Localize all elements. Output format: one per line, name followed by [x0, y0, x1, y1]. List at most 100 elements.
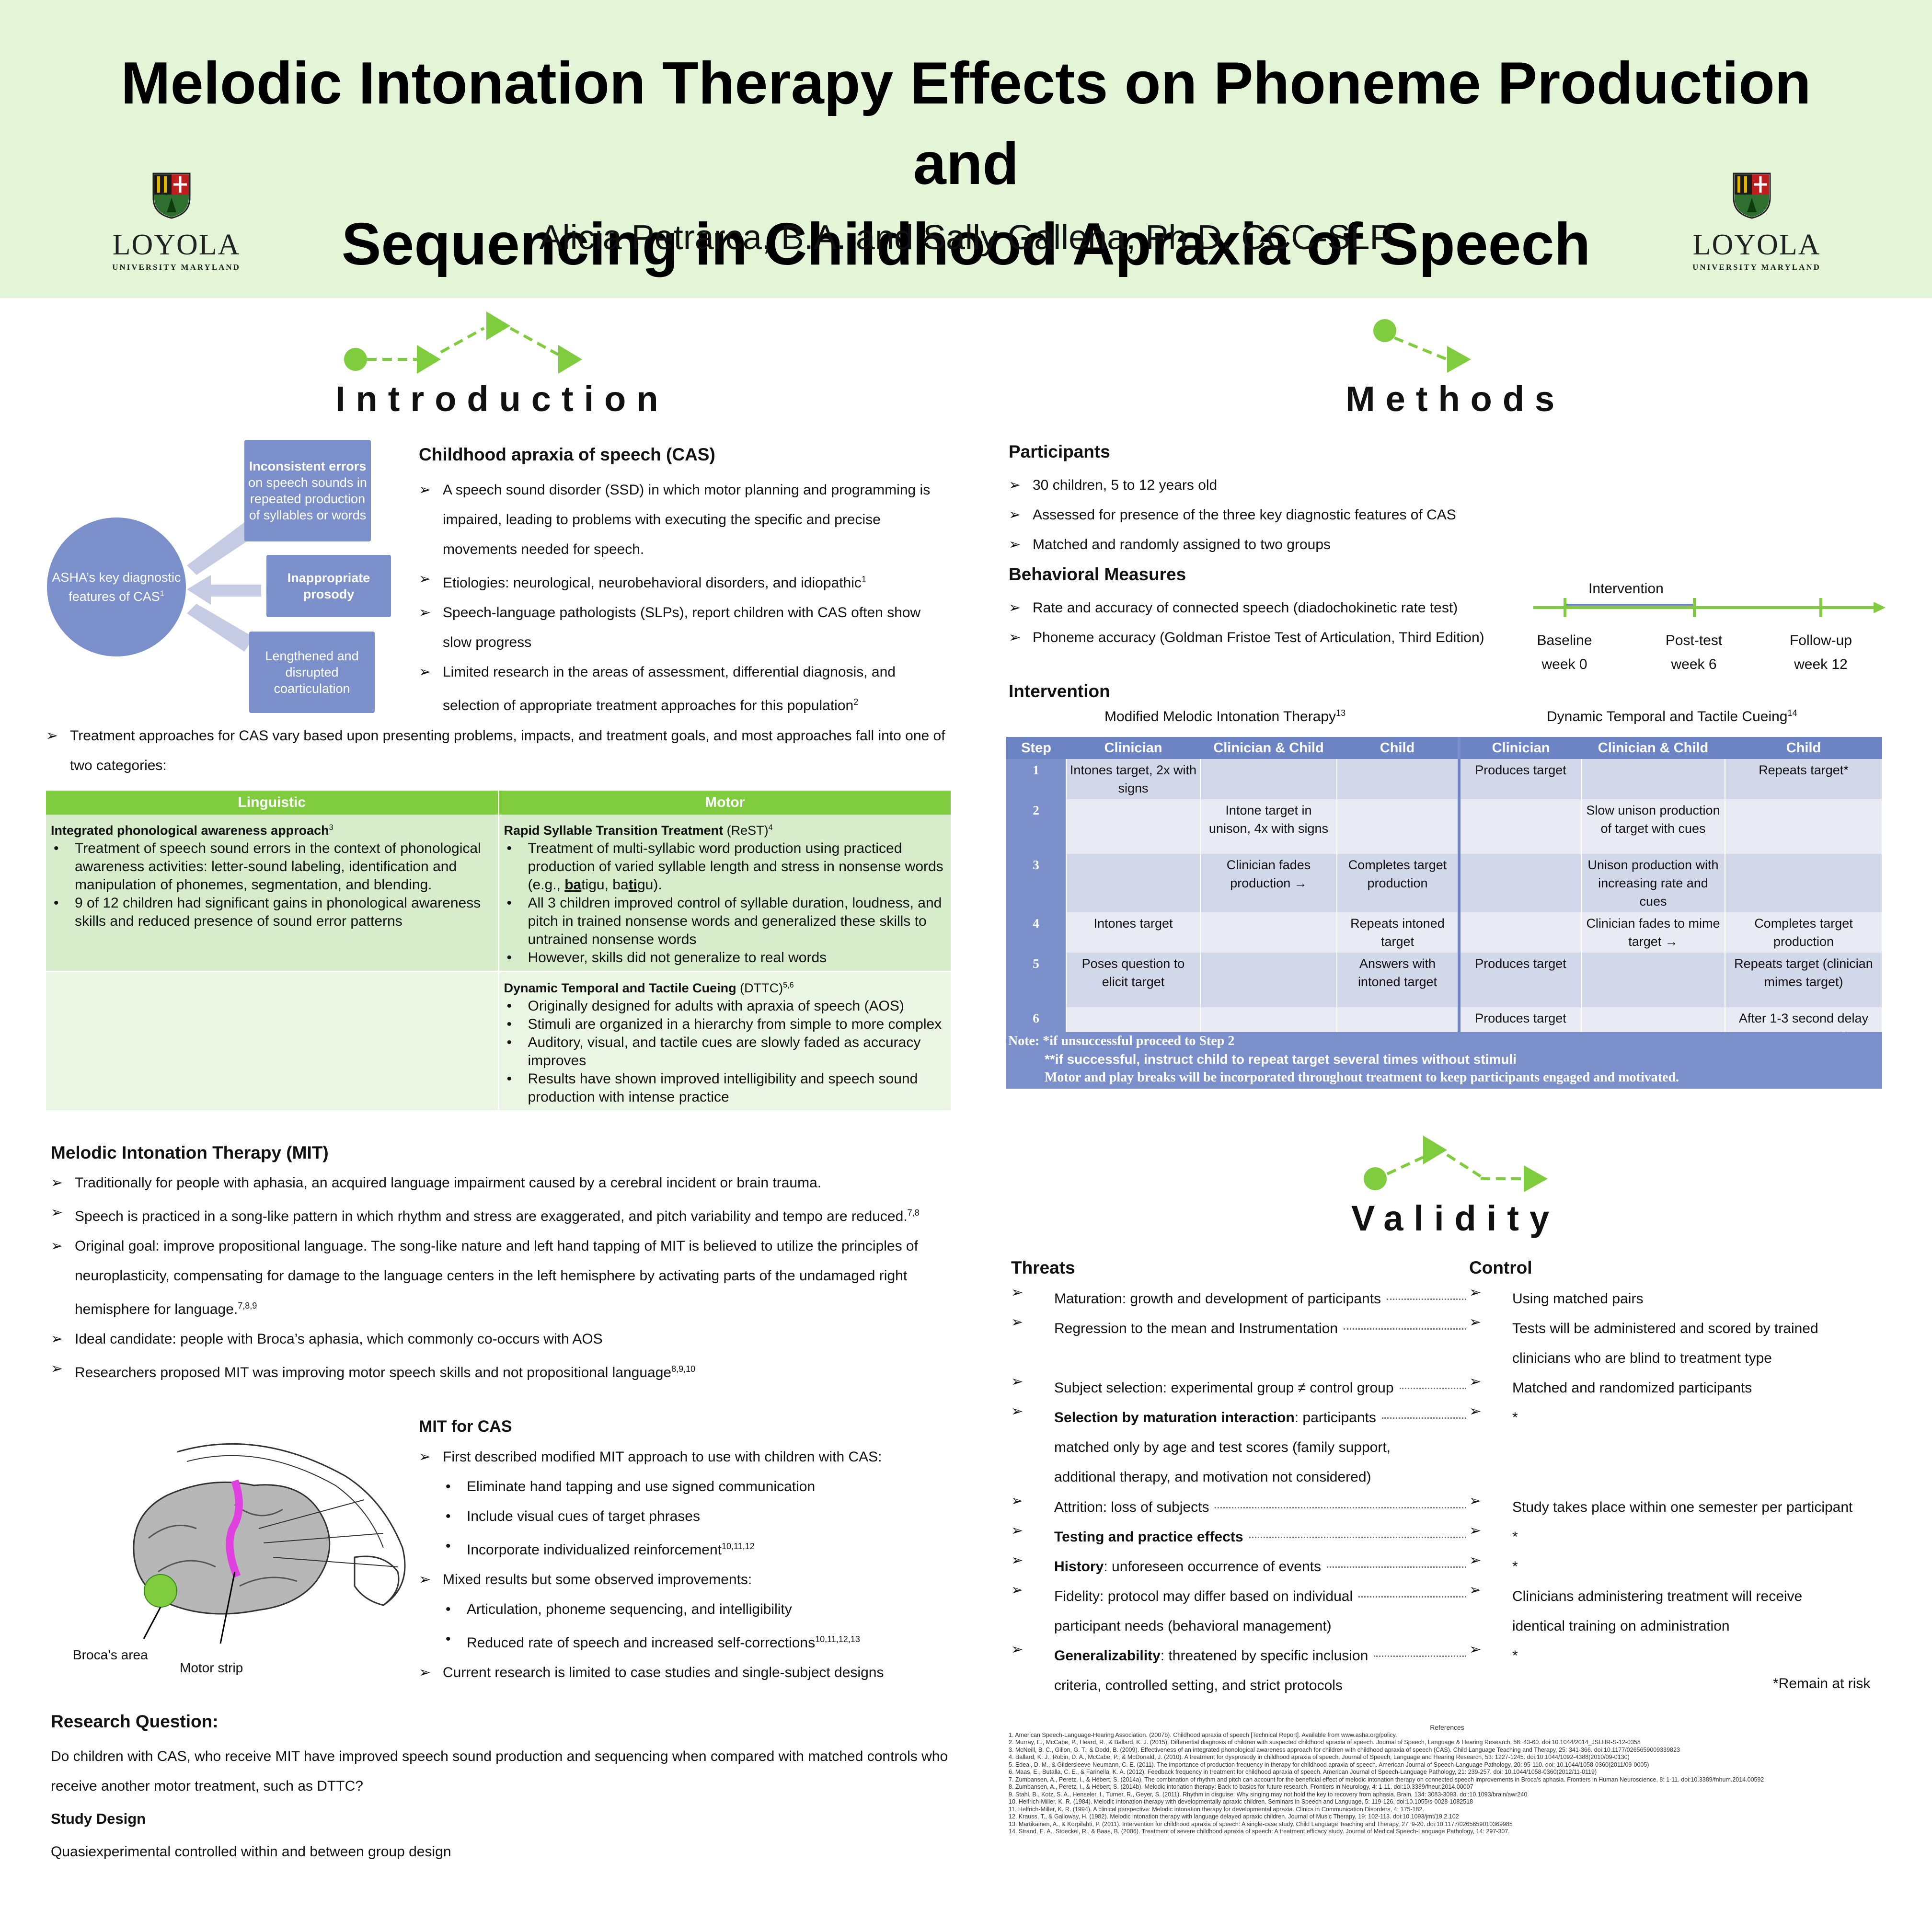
- table-cell: Clinician fades to mime target →: [1581, 912, 1725, 953]
- table-cell: [1581, 759, 1725, 799]
- table-header-cell: Child: [1337, 737, 1459, 759]
- table-header-cell: Clinician & Child: [1200, 737, 1337, 759]
- threat-text: Fidelity: protocol may differ based on i…: [1054, 1588, 1353, 1634]
- connector-line: [1344, 1328, 1466, 1330]
- box-coarticulation: Lengthened and disrupted coarticulation: [249, 632, 375, 713]
- table-row: 3 Clinician fades production →Completes t…: [1006, 854, 1883, 912]
- table-cell: Answers with intoned target: [1337, 953, 1460, 1007]
- table-cell: Intone target in unison, 4x with signs: [1200, 799, 1337, 854]
- table-header-cell: Clinician & Child: [1581, 737, 1725, 759]
- research-question-text: Do children with CAS, who receive MIT ha…: [51, 1748, 948, 1794]
- connector-line: [1249, 1537, 1466, 1538]
- intervention-heading: Intervention: [1009, 681, 1110, 701]
- cas-heading: Childhood apraxia of speech (CAS): [419, 445, 715, 464]
- behavioral-heading: Behavioral Measures: [1009, 564, 1186, 584]
- crest-icon: [1733, 172, 1771, 219]
- table-header-cell: Step: [1006, 737, 1066, 759]
- ipa-cell: Integrated phonological awareness approa…: [46, 815, 499, 972]
- mit-cas-bullets: ➢First described modified MIT approach t…: [419, 1442, 951, 1688]
- table-cell: [1337, 799, 1460, 854]
- crest-icon: [152, 172, 191, 219]
- table-cell: Clinician fades production →: [1200, 854, 1337, 912]
- connector-line: [1387, 1299, 1466, 1300]
- table-header-cell: Clinician: [1458, 737, 1581, 759]
- validity-title: Validity: [1351, 1198, 1560, 1238]
- reference-item: 4. Ballard, K. J., Robin, D. A., McCabe,…: [1009, 1754, 1630, 1760]
- table-cell: Produces target: [1458, 953, 1582, 1007]
- table-cell: [1200, 759, 1337, 799]
- table-cell: Repeats target (clinician mimes target): [1725, 953, 1883, 1007]
- participants-bullets: ➢30 children, 5 to 12 years old ➢Assesse…: [1009, 477, 1456, 552]
- rest-cell: Rapid Syllable Transition Treatment (ReS…: [498, 815, 951, 972]
- control-text: Study takes place within one semester pe…: [1512, 1499, 1853, 1515]
- table-cell: [1458, 912, 1582, 953]
- threats-heading: Threats: [1011, 1258, 1075, 1277]
- table-cell: Slow unison production of target with cu…: [1581, 799, 1725, 854]
- table-cell: [1581, 953, 1725, 1007]
- control-text: Matched and randomized participants: [1512, 1380, 1752, 1396]
- table-cell: Intones target: [1066, 912, 1201, 953]
- table-cell: [1725, 854, 1883, 912]
- reference-item: 6. Maas, E., Butalla, C. E., & Farinella…: [1009, 1769, 1597, 1775]
- col-linguistic: Linguistic: [46, 791, 499, 815]
- brain-illustration: [133, 1443, 406, 1644]
- col-motor: Motor: [498, 791, 951, 815]
- table-cell: Poses question to elicit target: [1066, 953, 1201, 1007]
- reference-item: 7. Zumbansen, A., Peretz, I., & Hébert, …: [1009, 1776, 1764, 1783]
- reference-item: 14. Strand, E. A., Stoeckel, R., & Baas,…: [1009, 1828, 1510, 1835]
- step-number: 5: [1006, 953, 1067, 1007]
- table-cell: [1458, 799, 1582, 854]
- control-text: *: [1512, 1410, 1518, 1426]
- reference-item: 11. Helfrich-Miller, K. R. (1994). A cli…: [1009, 1806, 1424, 1813]
- table-cell: Intones target, 2x with signs: [1066, 759, 1201, 799]
- asha-circle: ASHA’s key diagnostic features of CAS1: [47, 518, 186, 656]
- table-cell: [1066, 854, 1201, 912]
- reference-item: 1. American Speech-Language-Hearing Asso…: [1009, 1731, 1397, 1738]
- control-text: *: [1512, 1648, 1518, 1664]
- connector-line: [1399, 1388, 1466, 1389]
- reference-item: 13. Martikainen, A., & Korpilahti, P. (2…: [1009, 1820, 1513, 1828]
- reference-item: 2. Murray, E., McCabe, P., Heard, R., & …: [1009, 1739, 1641, 1746]
- poster-title: Melodic Intonation Therapy Effects on Ph…: [121, 50, 1811, 277]
- step-number: 2: [1006, 799, 1067, 854]
- methods-title: Methods: [1346, 379, 1565, 419]
- study-design-heading: Study Design: [51, 1810, 146, 1827]
- threat-text: Subject selection: experimental group ≠ …: [1054, 1380, 1394, 1396]
- treatment-table: Linguistic Motor Integrated phonological…: [46, 791, 951, 1110]
- control-text: Clinicians administering treatment will …: [1512, 1588, 1803, 1634]
- connector-line: [1381, 1417, 1466, 1419]
- table-cell: Completes target production: [1337, 854, 1460, 912]
- threat-text: Attrition: loss of subjects: [1054, 1499, 1209, 1515]
- dttc-label: Dynamic Temporal and Tactile Cueing14: [1547, 708, 1797, 724]
- references: References 1. American Speech-Language-H…: [1009, 1724, 1886, 1836]
- validity-path-icon: [1364, 1136, 1548, 1192]
- intro-title: Introduction: [335, 379, 669, 419]
- table-cell: [1066, 799, 1201, 854]
- cas-bullets: ➢A speech sound disorder (SSD) in which …: [419, 482, 931, 713]
- step-number: 3: [1006, 854, 1067, 912]
- threat-text: History: unforeseen occurrence of events: [1054, 1559, 1321, 1575]
- participants-heading: Participants: [1009, 442, 1110, 461]
- reference-item: 8. Zumbansen, A., Peretz, I., & Hébert, …: [1009, 1783, 1473, 1790]
- reference-item: 12. Krauss, T., & Galloway, H. (1982). M…: [1009, 1813, 1459, 1820]
- loyola-logo-left: LOYOLA UNIVERSITY MARYLAND: [104, 172, 248, 287]
- treatment-bullet: ➢Treatment approaches for CAS vary based…: [46, 728, 945, 773]
- box-inconsistent-errors: Inconsistent errors on speech sounds in …: [244, 440, 371, 541]
- threat-text: Regression to the mean and Instrumentati…: [1054, 1321, 1338, 1336]
- table-header-cell: Clinician: [1066, 737, 1200, 759]
- table-header-cell: Child: [1725, 737, 1882, 759]
- behavioral-bullets: ➢Rate and accuracy of connected speech (…: [1009, 600, 1484, 645]
- control-text: Using matched pairs: [1512, 1291, 1644, 1307]
- connector-line: [1374, 1656, 1466, 1657]
- table-cell: [1337, 759, 1460, 799]
- control-text: *: [1512, 1529, 1518, 1545]
- table-note: Note: *if unsuccessful proceed to Step 2…: [1006, 1032, 1882, 1089]
- table-cell: [1725, 799, 1883, 854]
- table-cell: [1200, 953, 1337, 1007]
- poster-header: [0, 0, 1932, 298]
- table-cell: Unison production with increasing rate a…: [1581, 854, 1725, 912]
- threat-text: Maturation: growth and development of pa…: [1054, 1291, 1381, 1307]
